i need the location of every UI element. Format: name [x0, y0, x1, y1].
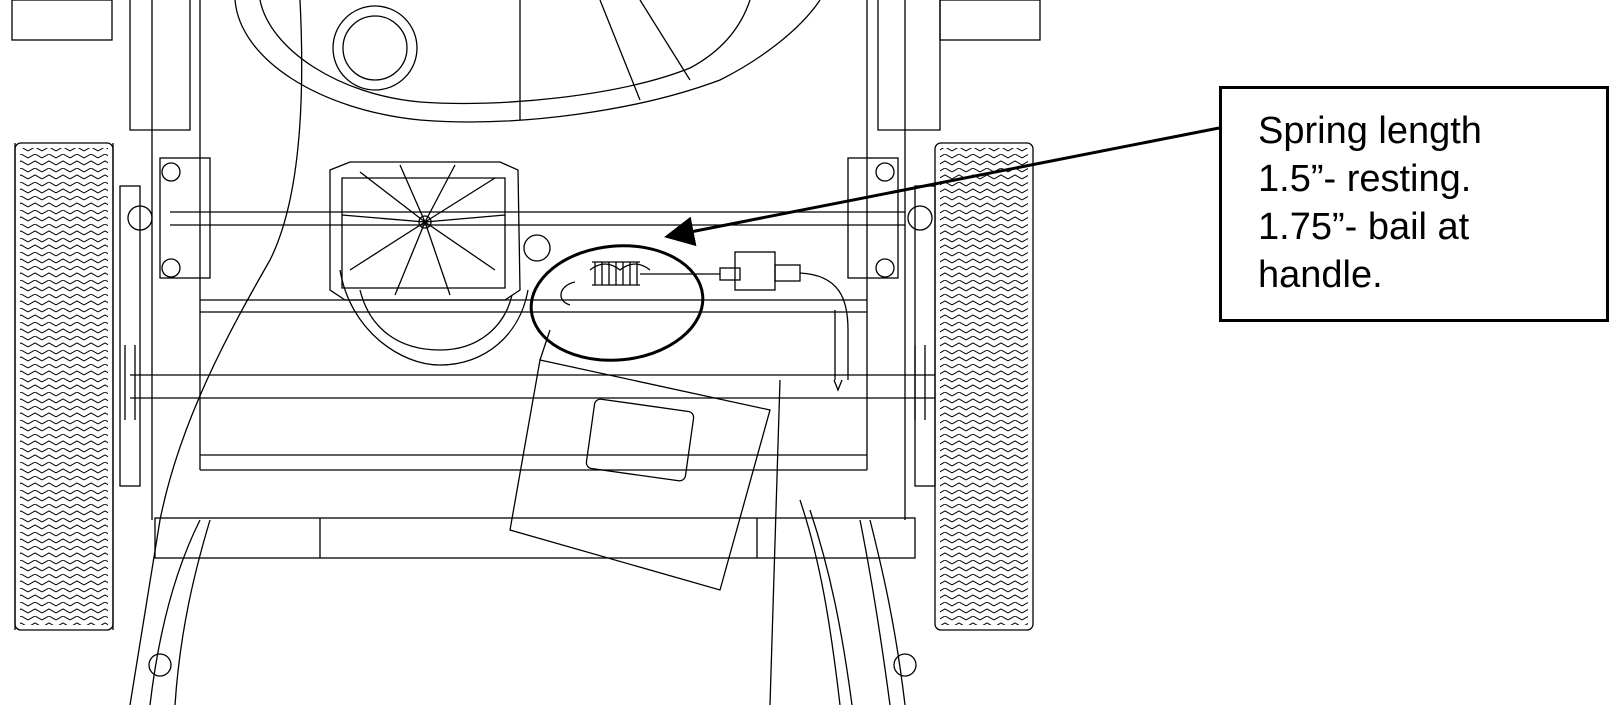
auger-housing	[234, 0, 821, 123]
left-frame-plate	[119, 0, 211, 520]
control-cables	[129, 0, 853, 705]
right-frame-plate	[847, 0, 941, 520]
callout-line-1: Spring length	[1258, 110, 1482, 152]
gearbox	[329, 161, 551, 366]
callout-line-2: 1.5”- resting.	[1258, 158, 1472, 200]
left-wheel	[14, 142, 114, 631]
spring-assembly	[560, 251, 849, 392]
axle	[130, 211, 935, 471]
callout-line-3: 1.75”- bail at	[1258, 206, 1470, 248]
callout-arrow	[664, 126, 1220, 247]
right-wheel	[934, 142, 1034, 631]
top-left-block	[11, 0, 113, 41]
callout-line-4: handle.	[1258, 254, 1383, 296]
handle-crossbar	[148, 517, 917, 705]
top-right-block	[939, 0, 1041, 41]
lower-shield	[509, 329, 771, 591]
spring-highlight-ellipse	[529, 244, 705, 362]
callout-box: Spring length 1.5”- resting. 1.75”- bail…	[1219, 86, 1609, 322]
